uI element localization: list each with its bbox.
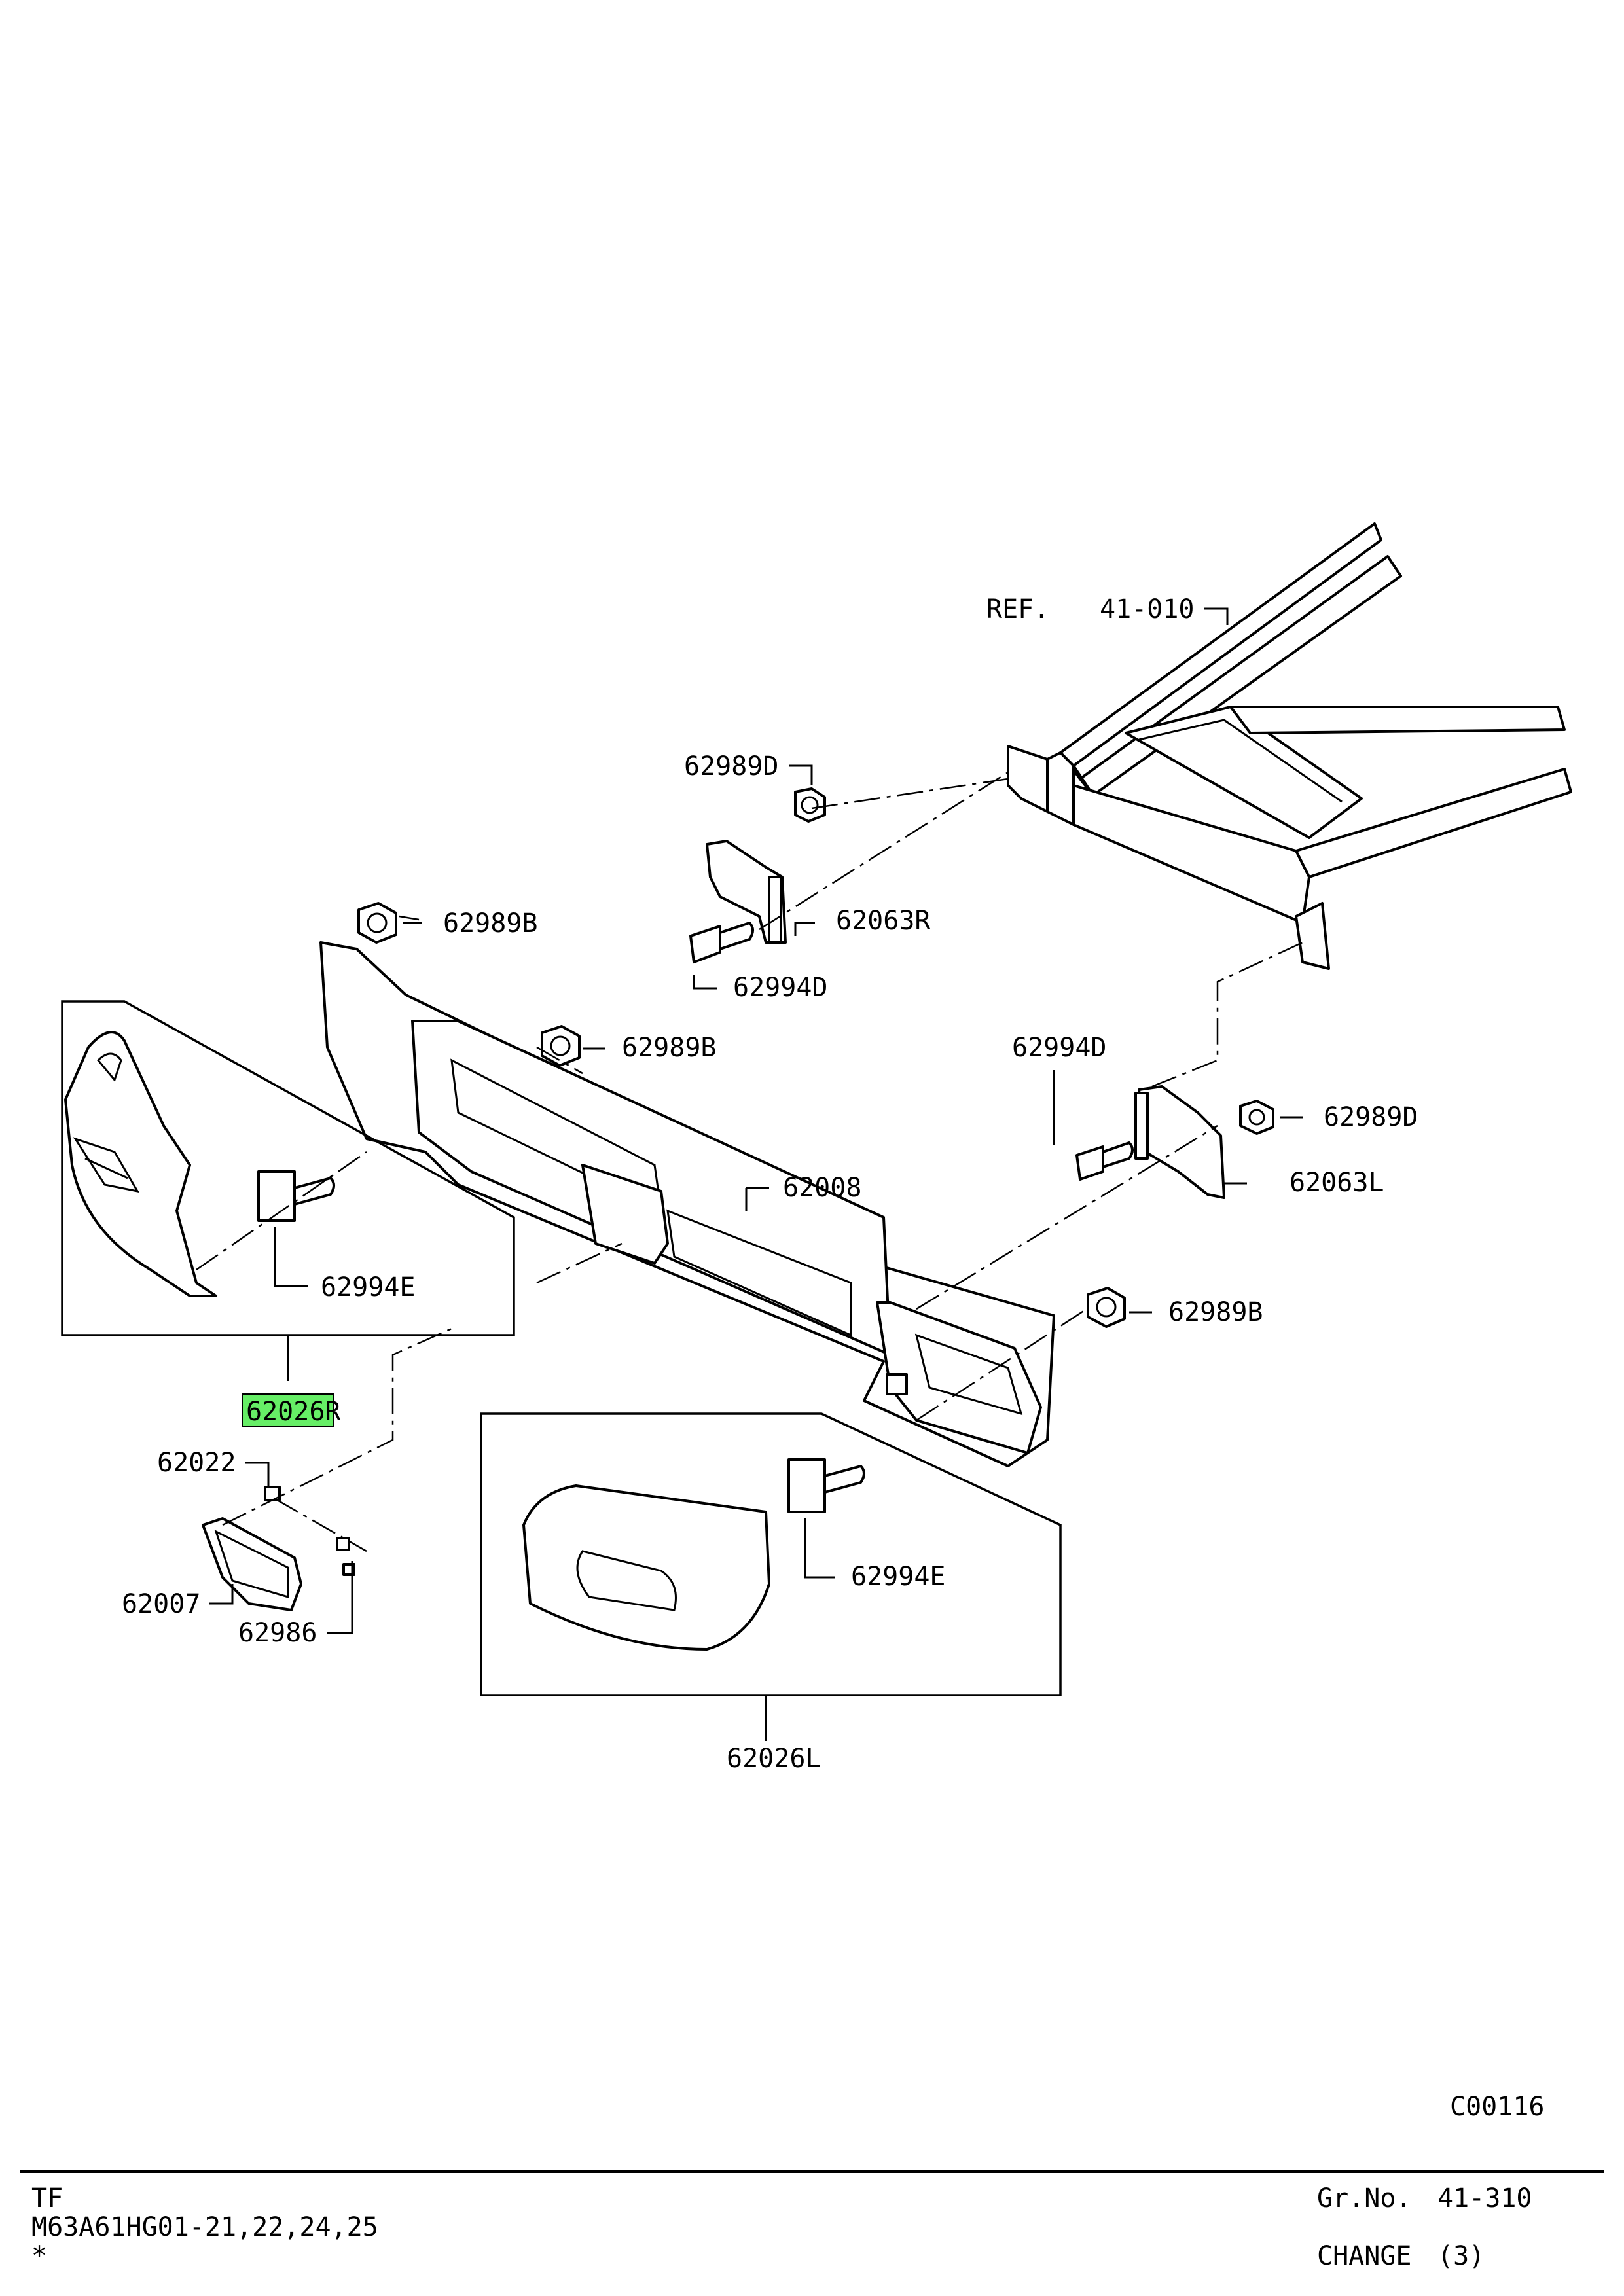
garnish-62007 — [202, 1517, 302, 1611]
part-labels: REF. 41-010 62989D 62063R 62989B 62994D … — [122, 594, 1418, 1774]
leader-lines — [209, 607, 1303, 1741]
highlight-62026R — [242, 1393, 334, 1427]
alignment-lines — [196, 771, 1303, 1552]
label-62994E-left: 62994E — [321, 1272, 416, 1302]
nut-62989B-mid — [541, 1025, 581, 1067]
chassis-frame — [1007, 522, 1572, 970]
bracket-62063R — [706, 840, 787, 944]
drawing-code: C00116 — [1450, 2092, 1545, 2122]
label-62007: 62007 — [122, 1589, 200, 1619]
group-value: 41-310 — [1437, 2183, 1532, 2214]
asterisk-mark: * — [31, 2241, 47, 2271]
nut-62989D-right — [1239, 1100, 1274, 1135]
ref-number: 41-010 — [1100, 594, 1195, 624]
nut-62989D-top — [794, 787, 826, 823]
label-62008: 62008 — [783, 1173, 861, 1203]
assembly-box-62026R — [61, 1000, 515, 1336]
series-code: M63A61HG01-21,22,24,25 — [31, 2212, 378, 2242]
bolt-62994D-left — [689, 922, 754, 963]
label-62063R: 62063R — [836, 906, 931, 936]
label-62026R[interactable]: 62026R — [246, 1397, 341, 1427]
label-62986: 62986 — [238, 1618, 317, 1648]
label-62994D-right: 62994D — [1012, 1033, 1107, 1063]
label-62989D-top: 62989D — [684, 751, 779, 781]
label-62989D-right: 62989D — [1324, 1102, 1418, 1132]
assembly-box-62026L — [480, 1412, 1062, 1696]
label-62994E-right: 62994E — [851, 1562, 946, 1592]
label-62026L: 62026L — [727, 1744, 821, 1774]
nut-62989B-right — [1087, 1287, 1126, 1328]
bumper-bar-62008 — [319, 941, 1055, 1467]
model-code: TF — [31, 2183, 63, 2214]
change-value: (3) — [1437, 2241, 1485, 2271]
footer: C00116 TF M63A61HG01-21,22,24,25 * Gr.No… — [20, 2092, 1604, 2271]
label-62989B-left: 62989B — [443, 908, 538, 939]
label-62989B-right: 62989B — [1168, 1297, 1263, 1327]
label-62063L: 62063L — [1290, 1168, 1384, 1198]
label-62994D-left: 62994D — [733, 973, 828, 1003]
bolt-62994D-right — [1075, 1141, 1134, 1181]
ref-prefix: REF. — [986, 594, 1049, 624]
group-label: Gr.No. — [1317, 2183, 1412, 2214]
label-62022: 62022 — [157, 1448, 236, 1478]
label-62989B-mid: 62989B — [622, 1033, 717, 1063]
change-label: CHANGE — [1317, 2241, 1412, 2271]
bracket-62063L — [1134, 1085, 1225, 1199]
nut-62989B-left — [357, 902, 397, 944]
